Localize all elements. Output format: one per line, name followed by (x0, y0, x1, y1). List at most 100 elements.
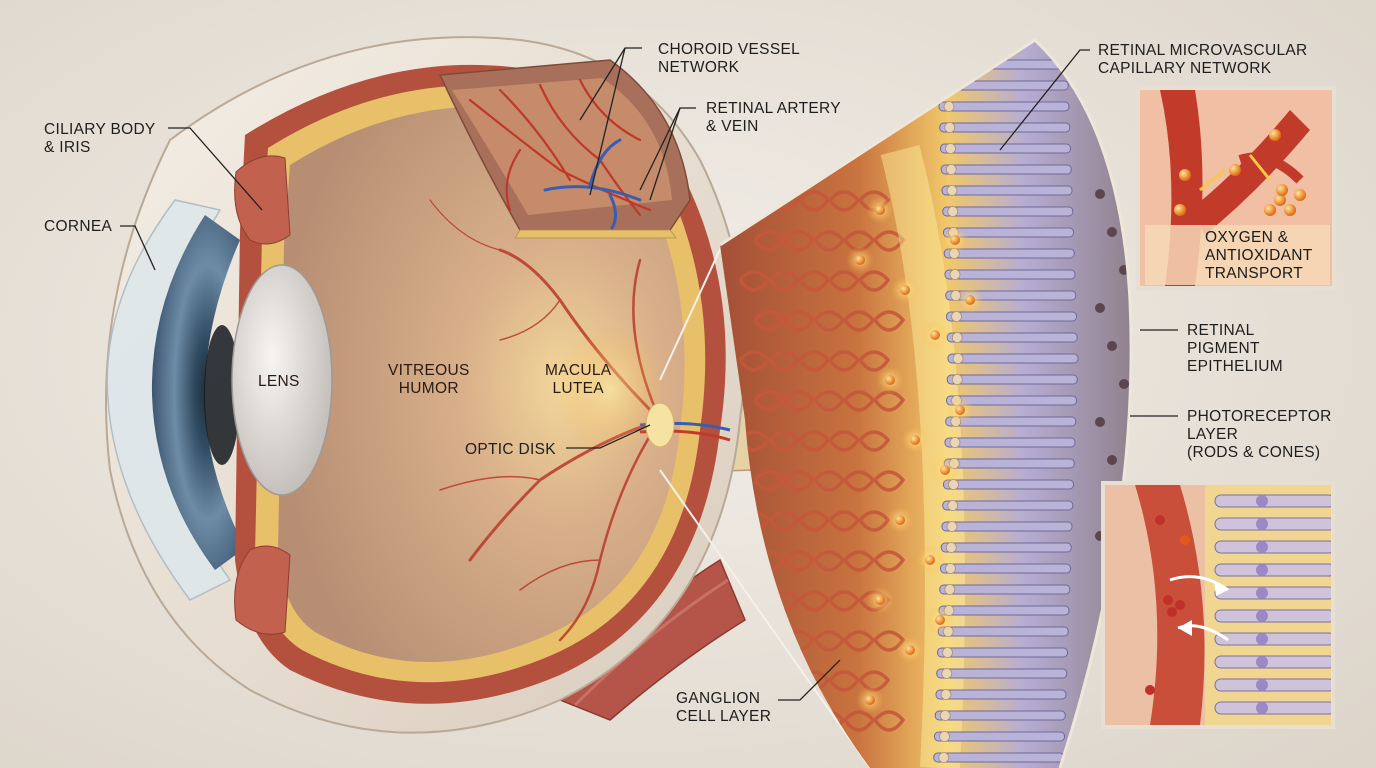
label-lens: LENS (258, 373, 300, 390)
photoreceptor-rod (943, 458, 1075, 469)
blood-cell (1145, 685, 1155, 695)
blood-cell (1155, 515, 1165, 525)
photoreceptor-rod (935, 689, 1067, 700)
capillary-loop (873, 550, 906, 572)
magnify-guide-bottom (659, 469, 871, 768)
capillary-loop (783, 230, 816, 252)
capillary-loop (813, 470, 846, 492)
photoreceptor-rod (946, 395, 1077, 406)
inset-rod-nucleus (1256, 610, 1268, 622)
capillary-loop (813, 310, 846, 332)
capillary-loop (828, 190, 861, 212)
capillary-loop (813, 390, 846, 412)
inset-rod (1214, 494, 1331, 508)
optic-disk (645, 402, 675, 448)
capillary-loop (768, 350, 801, 372)
inset-rod (1214, 701, 1331, 715)
inset-rod (1214, 678, 1331, 692)
rod-nucleus (939, 710, 951, 721)
photoreceptor-rod (938, 605, 1070, 616)
blood-cell (1175, 600, 1185, 610)
oxygen-molecule (1229, 164, 1241, 176)
photoreceptor-rod (939, 584, 1071, 595)
antioxidant-particle (905, 645, 915, 655)
capillary-loop (858, 430, 891, 452)
capillary-loop (873, 470, 906, 492)
photoreceptor-rod (943, 479, 1074, 490)
photoreceptor-rod (943, 248, 1075, 259)
capillary-loop (843, 550, 876, 572)
oxygen-molecule (1179, 169, 1191, 181)
iris (151, 215, 245, 570)
photoreceptor-rod (942, 500, 1074, 511)
inset-rod (1214, 586, 1331, 600)
ciliary-body (234, 155, 291, 245)
inset-rod (1214, 517, 1331, 531)
rod-nucleus (951, 374, 963, 385)
antioxidant-particle (875, 205, 885, 215)
blood-cell (1163, 595, 1173, 605)
capillary-loop (753, 310, 786, 332)
leader-choroid-2 (589, 47, 626, 196)
rod-nucleus (946, 185, 958, 196)
photoreceptor-rod (940, 143, 1071, 154)
capillary-loop (858, 350, 891, 372)
capillary-loop (828, 430, 861, 452)
photoreceptor-rod (937, 626, 1069, 637)
capillary-loop (738, 350, 771, 372)
inset-rod-nucleus (1256, 541, 1268, 553)
inset-rod (1214, 655, 1331, 669)
inset-rod (1214, 609, 1331, 623)
capillary-loop (843, 710, 876, 732)
capillary-loop (873, 390, 906, 412)
rod-nucleus (947, 206, 959, 217)
rpe-cell (1107, 341, 1117, 351)
inset-rod-nucleus (1256, 702, 1268, 714)
inset-rod-nucleus (1256, 679, 1268, 691)
photoreceptor-rod (934, 731, 1065, 742)
leader-microvascular (999, 49, 1090, 151)
magnify-guide-top (659, 244, 723, 381)
antioxidant-particle (940, 465, 950, 475)
label-cornea: CORNEA (44, 218, 113, 235)
rod-nucleus (951, 311, 962, 322)
photoreceptor-rod (946, 332, 1078, 343)
oxygen-molecule (1274, 194, 1286, 206)
capillary-loop (813, 630, 846, 652)
label-retinal-artery-vein: RETINAL ARTERY& VEIN (706, 100, 841, 135)
capillary-loop (753, 470, 786, 492)
oxygen-molecule (1294, 189, 1306, 201)
capillary-loop (843, 310, 876, 332)
photoreceptor-rod (940, 164, 1072, 175)
antioxidant-particle (895, 515, 905, 525)
antioxidant-particle (930, 330, 940, 340)
capillary-loop (783, 310, 816, 332)
antioxidant-particle (965, 295, 975, 305)
rod-nucleus (949, 437, 961, 448)
antioxidant-particle (865, 695, 875, 705)
leader-optic (566, 424, 651, 449)
capillary-loop (828, 510, 861, 532)
photoreceptor-rod (942, 206, 1074, 217)
rpe-cell (1095, 303, 1105, 313)
leader-lines (120, 47, 1178, 701)
photoreceptor-rod (947, 353, 1079, 364)
capillary-loop (798, 270, 831, 292)
capillary-loop (738, 430, 771, 452)
rpe-cell (1119, 379, 1129, 389)
rpe-cell (1107, 227, 1117, 237)
photoreceptor-rod (945, 416, 1077, 427)
oxygen-molecule (1174, 204, 1186, 216)
blood-cell (1180, 535, 1190, 545)
inset-photoreceptor-exchange (1101, 481, 1335, 729)
rod-nucleus (943, 101, 955, 112)
rod-nucleus (945, 563, 956, 574)
photoreceptor-rod (946, 374, 1078, 385)
label-ciliary-body: CILIARY BODY& IRIS (44, 121, 156, 156)
oxygen-molecule (1284, 204, 1296, 216)
rod-nucleus (952, 353, 964, 364)
photoreceptor-rod (941, 185, 1073, 196)
